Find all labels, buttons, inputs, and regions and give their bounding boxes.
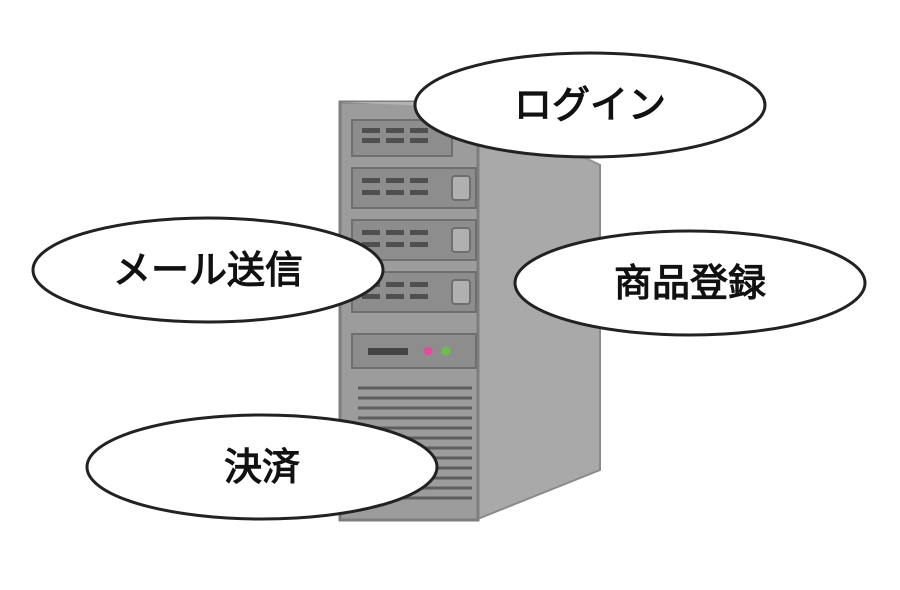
bubble-mail-label: メール送信 <box>113 248 303 292</box>
bubble-mail: メール送信 <box>31 216 385 324</box>
drive-bay <box>351 167 477 209</box>
bubble-login-shape <box>413 51 767 159</box>
bubble-payment-label: 決済 <box>224 445 301 489</box>
control-panel <box>351 333 477 369</box>
bubble-payment-shape <box>85 413 439 521</box>
bubble-product-label: 商品登録 <box>614 261 767 305</box>
bubble-mail-shape <box>31 216 385 324</box>
bubble-product: 商品登録 <box>513 229 867 337</box>
bubble-login-label: ログイン <box>514 83 666 127</box>
bubble-payment: 決済 <box>85 413 439 521</box>
bubble-product-shape <box>513 229 867 337</box>
bubble-login: ログイン <box>413 51 767 159</box>
power-led-icon <box>423 346 433 356</box>
drive-bay <box>351 219 477 261</box>
status-led-icon <box>441 346 451 356</box>
